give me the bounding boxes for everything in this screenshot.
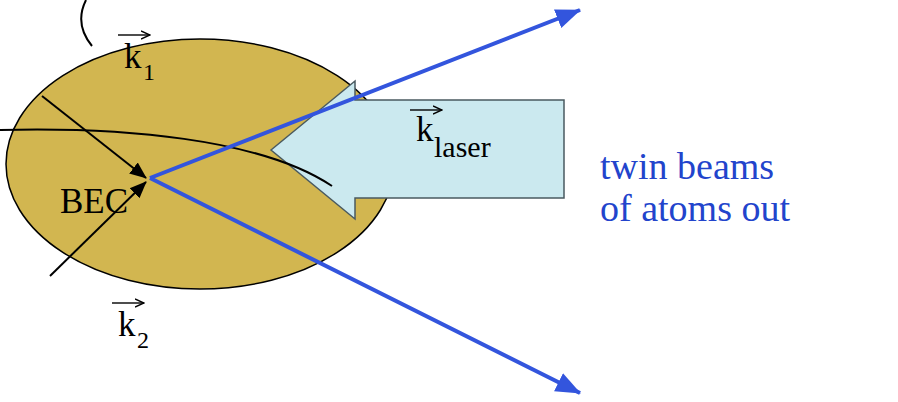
subscript: 2 — [137, 328, 149, 352]
node-label: BEC — [60, 184, 128, 219]
block-arrow-outline — [270, 80, 565, 220]
subscript: 1 — [143, 60, 155, 84]
wave-vector-symbol: k — [124, 39, 142, 74]
beam-caption: twin beams of atoms out — [600, 146, 805, 230]
vector-overarrow — [118, 34, 150, 35]
vector-overarrow — [410, 109, 442, 110]
wave-vector-symbol: k — [416, 112, 434, 147]
vector-overarrow — [112, 302, 144, 303]
laser-arrow: klaser — [270, 80, 565, 220]
curve-line — [81, 0, 92, 46]
arrow-shape — [271, 81, 564, 219]
wave-vector-symbol: k — [118, 307, 136, 342]
subscript: laser — [434, 132, 491, 162]
